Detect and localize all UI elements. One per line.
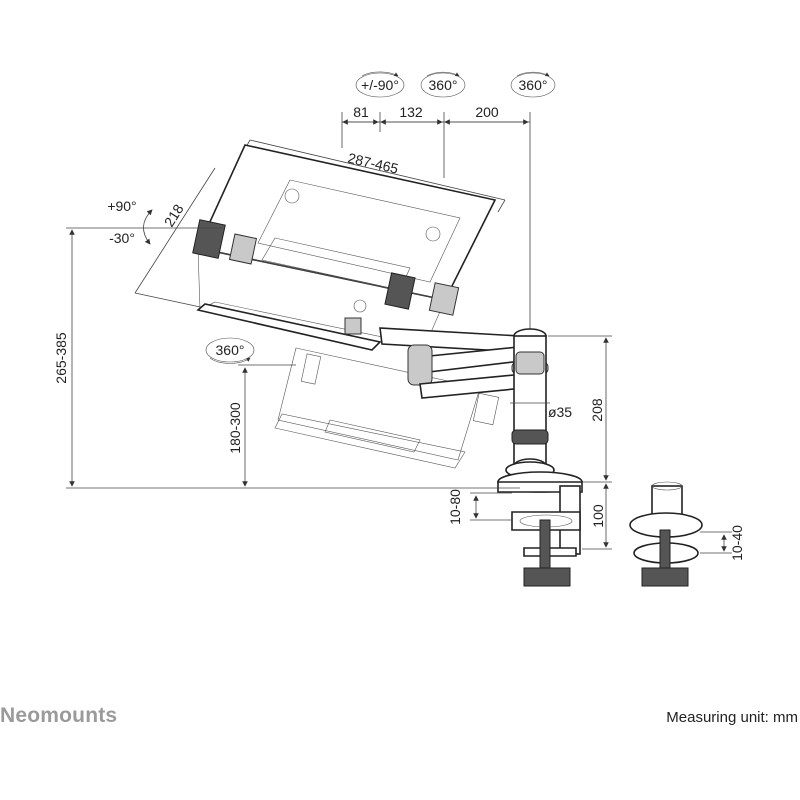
arm-200-label: 200 — [475, 104, 499, 120]
mounting-pole — [505, 328, 555, 479]
rotation-right-label: 360° — [519, 77, 548, 93]
height-265-385-label: 265-385 — [53, 332, 69, 384]
arm-132-label: 132 — [399, 104, 423, 120]
height-180-300-label: 180-300 — [227, 402, 243, 454]
grommet-mount — [629, 481, 703, 587]
rotation-badge-right: 360° — [510, 71, 556, 98]
pole-diameter-label: ø35 — [548, 404, 572, 420]
tilt-range-label: +/-90° — [361, 77, 399, 93]
platform-rotation-label: 360° — [216, 342, 245, 358]
laptop-tray-upper — [192, 144, 497, 351]
clamp-10-80-label: 10-80 — [447, 489, 463, 525]
rotation-badge-platform: 360° — [205, 337, 255, 364]
height-dimensions: 265-385 180-300 208 100 10-80 10-40 — [53, 227, 745, 561]
pole-208-label: 208 — [589, 398, 605, 422]
arm-length-dimensions: 81 132 200 — [341, 104, 531, 330]
measuring-unit-note: Measuring unit: mm — [666, 709, 798, 726]
grommet-10-40-label: 10-40 — [729, 525, 745, 561]
brand-logo-text: Neomounts — [0, 704, 118, 727]
rotation-badge-mid: 360° — [420, 71, 466, 98]
desk-clamp — [497, 471, 583, 587]
depth-218-label: 218 — [161, 201, 187, 229]
rotation-badge-tilt: +/-90° — [355, 71, 405, 98]
tilt-up-label: +90° — [107, 198, 136, 214]
tilt-indicator: +90° -30° — [107, 198, 153, 246]
arm-81-label: 81 — [353, 104, 369, 120]
tilt-down-label: -30° — [109, 230, 135, 246]
rotation-mid-label: 360° — [429, 77, 458, 93]
clamp-100-label: 100 — [590, 504, 606, 528]
pole-diameter-dimension: ø35 — [510, 402, 572, 420]
